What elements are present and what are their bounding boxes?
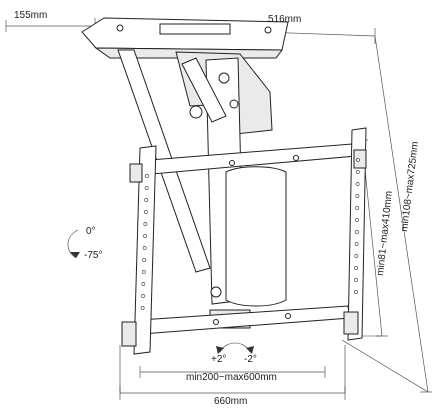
- vertical-arms: [121, 127, 367, 355]
- right-arm-hook-top: [353, 149, 367, 169]
- right-hole: [355, 206, 360, 210]
- ceiling-plate-slot: [159, 23, 231, 35]
- right-arm-holes: [353, 158, 360, 294]
- ceiling-plate: [81, 17, 289, 59]
- left-hole: [144, 198, 149, 202]
- left-arm-hook-bottom: [121, 321, 137, 347]
- rotation-arrow-head-icon: [70, 252, 80, 258]
- left-hole: [140, 306, 145, 310]
- arm-link: [181, 57, 227, 123]
- right-hole: [355, 194, 360, 198]
- rotation-arc: [67, 229, 79, 259]
- left-arm-hook-top: [129, 163, 143, 183]
- tilt-minus-label: -2°: [244, 354, 257, 365]
- right-hole: [354, 266, 359, 270]
- tilt-arc: [219, 342, 251, 353]
- left-hole: [143, 222, 148, 226]
- right-hole: [354, 254, 359, 258]
- horizontal-hole-range-label: min200~max600mm: [186, 372, 277, 383]
- tilt-indicator: +2° -2°: [211, 342, 257, 365]
- lower-rail-screw-1: [213, 319, 219, 325]
- lower-pivot-bolt: [210, 286, 222, 298]
- vertical-hole-range-label: min81~max410mm: [375, 190, 395, 276]
- tilt-arrow-left-icon: [216, 346, 224, 354]
- lower-rail-screw-2: [285, 313, 291, 319]
- height-range-label: min108~max725mm: [399, 141, 421, 233]
- tilt-arrow-right-icon: [246, 346, 254, 354]
- rotation-angle-b: -75°: [84, 250, 102, 261]
- left-hole: [141, 270, 146, 274]
- upper-rail-screw-2: [293, 155, 299, 161]
- right-hole: [354, 278, 358, 282]
- right-hole: [353, 290, 358, 294]
- right-hole: [354, 242, 359, 246]
- tilt-plus-label: +2°: [211, 354, 226, 365]
- ext-line-3: [341, 339, 429, 393]
- left-arm-holes: [140, 174, 149, 310]
- height-dim-line: [374, 35, 429, 393]
- left-hole: [143, 210, 148, 214]
- top-depth-label: 155mm: [14, 10, 47, 21]
- left-vertical-arm: [133, 145, 157, 355]
- pivot-arm-assembly: [117, 49, 287, 329]
- overall-width-label: 660mm: [214, 396, 247, 407]
- left-hole: [142, 246, 147, 250]
- ceiling-screw-hole-2: [264, 26, 272, 34]
- left-hole: [144, 186, 149, 190]
- right-arm-hook-bottom: [343, 311, 359, 335]
- pivot-joint-2: [218, 72, 230, 84]
- pivot-joint-3: [229, 99, 239, 109]
- right-hole: [356, 158, 360, 162]
- rotation-indicator: 0° -75°: [67, 226, 102, 261]
- left-hole: [141, 294, 145, 298]
- left-hole: [142, 258, 147, 262]
- left-hole: [141, 282, 146, 286]
- right-hole: [355, 170, 360, 174]
- top-width-label: 516mm: [268, 14, 301, 25]
- center-mount-plate: [225, 166, 287, 307]
- right-hole: [355, 218, 359, 222]
- pivot-joint-1: [189, 105, 203, 119]
- left-hole: [143, 234, 147, 238]
- left-hole: [145, 174, 149, 178]
- upper-rail-screw-1: [229, 160, 235, 166]
- right-vertical-arm: [347, 127, 367, 341]
- rotation-angle-a: 0°: [86, 226, 96, 237]
- ceiling-screw-hole-1: [116, 24, 124, 32]
- right-hole: [355, 182, 360, 186]
- right-hole: [354, 230, 359, 234]
